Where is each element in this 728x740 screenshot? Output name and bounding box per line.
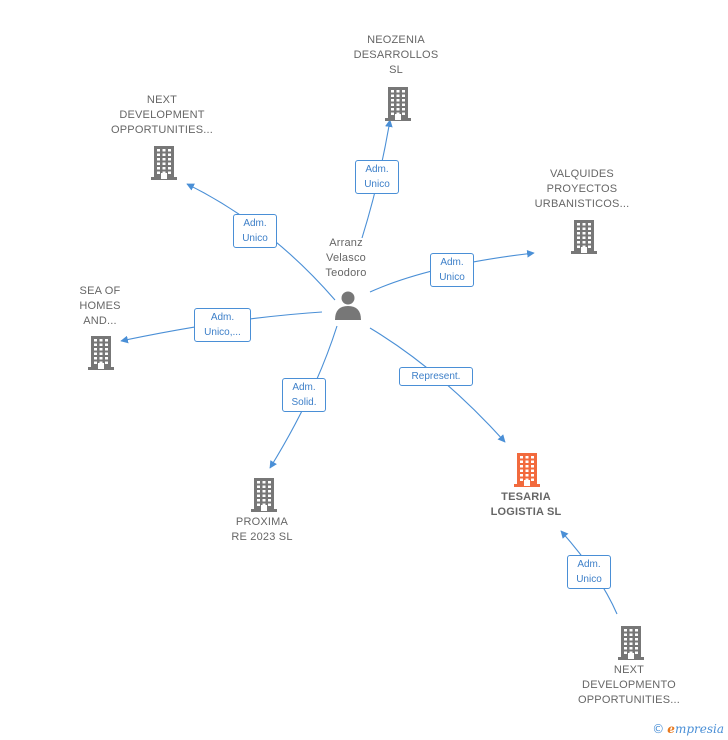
center-person-label[interactable]: Arranz Velasco Teodoro bbox=[325, 237, 367, 279]
edge-label-neozenia[interactable]: Adm. Unico bbox=[355, 160, 399, 194]
node-valquides-label[interactable]: VALQUIDES PROYECTOS URBANISTICOS... bbox=[534, 168, 630, 210]
node-neozenia-label[interactable]: NEOZENIA DESARROLLOS SL bbox=[353, 34, 439, 76]
node-next-dev-top-label[interactable]: NEXT DEVELOPMENT OPPORTUNITIES... bbox=[110, 94, 213, 136]
edge-label-valquides[interactable]: Adm. Unico bbox=[430, 253, 474, 287]
building-icon[interactable] bbox=[87, 334, 115, 370]
building-icon[interactable] bbox=[570, 218, 598, 254]
node-proxima-label[interactable]: PROXIMA RE 2023 SL bbox=[231, 516, 293, 543]
node-tesaria-label[interactable]: TESARIA LOGISTIA SL bbox=[490, 491, 562, 518]
building-icon-highlighted[interactable] bbox=[513, 451, 541, 487]
building-icon[interactable] bbox=[150, 144, 178, 180]
edge-label-sea-of-homes[interactable]: Adm. Unico,... bbox=[194, 308, 251, 342]
brand-e: e bbox=[667, 722, 675, 736]
edge-label-proxima[interactable]: Adm. Solid. bbox=[282, 378, 326, 412]
person-icon[interactable] bbox=[333, 290, 363, 320]
building-icon[interactable] bbox=[250, 476, 278, 512]
edge-label-tesaria[interactable]: Represent. bbox=[399, 367, 473, 386]
copyright-symbol: © bbox=[652, 722, 665, 736]
edge-label-next-dev-top[interactable]: Adm. Unico bbox=[233, 214, 277, 248]
building-icon[interactable] bbox=[617, 624, 645, 660]
empresia-logo[interactable]: ©empresia bbox=[652, 722, 724, 736]
building-icon[interactable] bbox=[384, 85, 412, 121]
brand-name: mpresia bbox=[674, 722, 724, 736]
edge-label-next-dev-bottom[interactable]: Adm. Unico bbox=[567, 555, 611, 589]
node-next-dev-bottom-label[interactable]: NEXT DEVELOPMENTO OPPORTUNITIES... bbox=[577, 664, 680, 706]
node-sea-of-homes-label[interactable]: SEA OF HOMES AND... bbox=[79, 285, 121, 327]
